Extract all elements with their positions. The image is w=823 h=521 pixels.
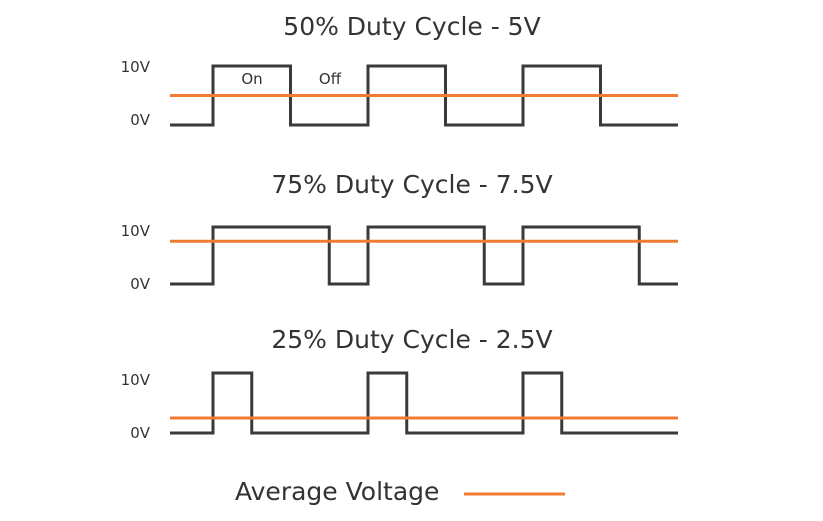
panel-title: 75% Duty Cycle - 7.5V (271, 170, 552, 199)
square-wave (170, 225, 678, 286)
y-label-high: 10V (121, 371, 151, 389)
y-label-high: 10V (121, 58, 151, 76)
off-segment-label: Off (319, 70, 342, 88)
panel-title: 50% Duty Cycle - 5V (283, 12, 540, 41)
square-wave (170, 64, 678, 127)
y-label-low: 0V (130, 111, 151, 129)
square-wave (170, 371, 678, 435)
y-label-high: 10V (121, 222, 151, 240)
on-segment-label: On (241, 70, 262, 88)
panel-75-duty: 75% Duty Cycle - 7.5V 10V 0V (121, 170, 678, 293)
legend: Average Voltage (235, 477, 565, 506)
panel-50-duty: 50% Duty Cycle - 5V 10V 0V On Off (121, 12, 678, 129)
panel-25-duty: 25% Duty Cycle - 2.5V 10V 0V (121, 325, 678, 442)
legend-label: Average Voltage (235, 477, 439, 506)
y-label-low: 0V (130, 424, 151, 442)
panel-title: 25% Duty Cycle - 2.5V (271, 325, 552, 354)
y-label-low: 0V (130, 275, 151, 293)
